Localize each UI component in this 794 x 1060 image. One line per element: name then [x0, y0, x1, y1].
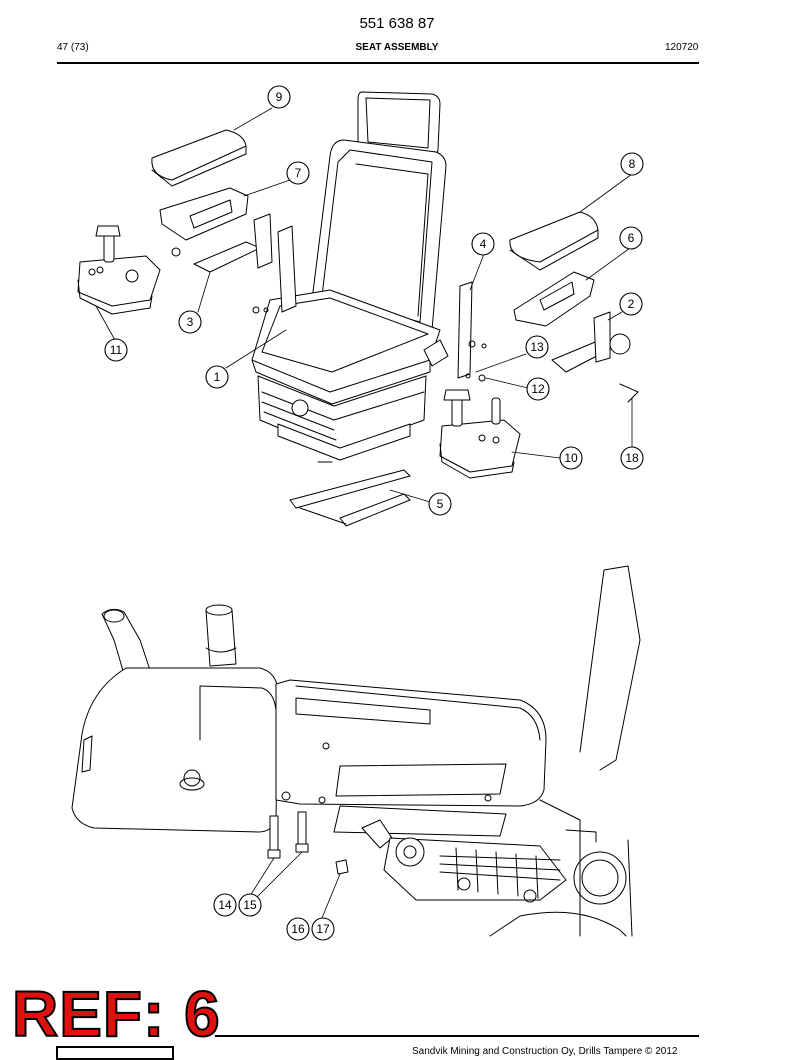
- page-number: 47 (73): [57, 42, 89, 53]
- callout-16: 16: [291, 922, 305, 936]
- callout-9: 9: [276, 90, 283, 104]
- callout-14: 14: [218, 898, 232, 912]
- callout-3: 3: [187, 315, 194, 329]
- document-number: 551 638 87: [359, 15, 435, 32]
- ref-stamp: REF: 6: [11, 978, 221, 1050]
- callout-13: 13: [530, 340, 544, 354]
- callout-15: 15: [243, 898, 257, 912]
- callout-10: 10: [564, 451, 578, 465]
- company-logo: [56, 1046, 174, 1060]
- date-code: 120720: [665, 42, 699, 53]
- leader-lines-lower: [249, 851, 341, 919]
- callout-6: 6: [628, 231, 635, 245]
- callout-5: 5: [437, 497, 444, 511]
- callout-2: 2: [628, 297, 635, 311]
- callout-7: 7: [295, 166, 302, 180]
- callout-11: 11: [110, 343, 123, 357]
- callout-1: 1: [214, 370, 221, 384]
- callout-group: 9 7 8 6 4 2 3 11 1 13 12 10 18 5 14 15 1…: [104, 85, 644, 941]
- leader-lines-upper: [95, 107, 633, 503]
- callout-17: 17: [316, 922, 330, 936]
- callout-18: 18: [625, 451, 639, 465]
- callout-8: 8: [629, 157, 636, 171]
- section-title: SEAT ASSEMBLY: [355, 42, 439, 53]
- callout-12: 12: [531, 382, 545, 396]
- seat-exploded-view: [77, 91, 639, 527]
- header-rule: [57, 62, 699, 64]
- footer-copyright: Sandvik Mining and Construction Oy, Dril…: [412, 1046, 678, 1057]
- armrest-detail-view: [71, 565, 641, 937]
- footer-rule: [215, 1035, 699, 1037]
- callout-4: 4: [480, 237, 487, 251]
